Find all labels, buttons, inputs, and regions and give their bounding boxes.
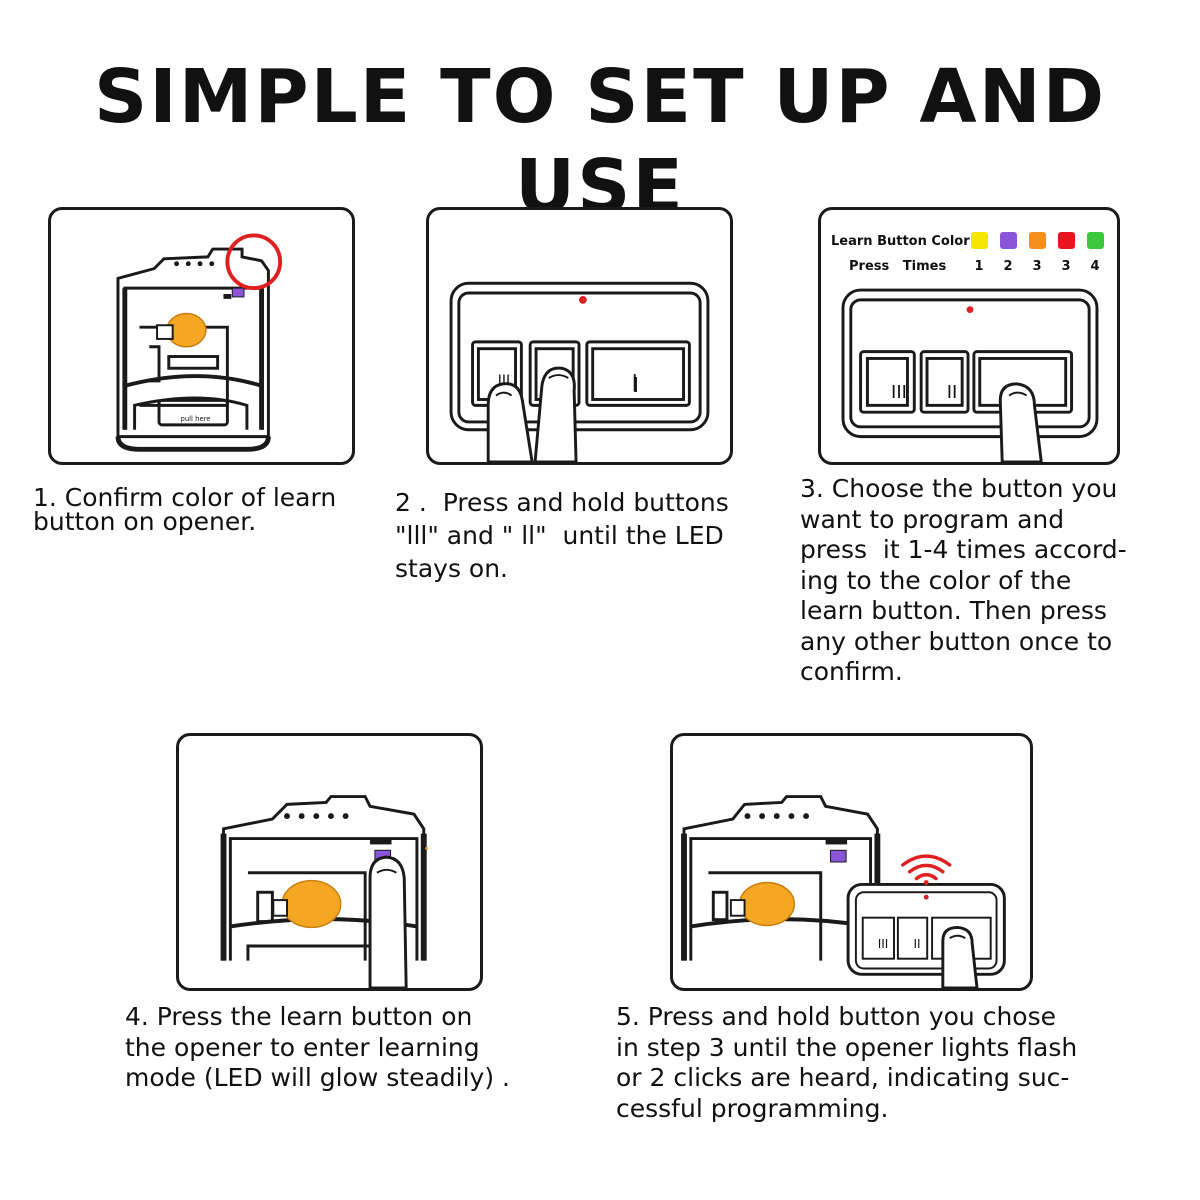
step-5-caption: 5. Press and hold button you chose in st… <box>616 1002 1196 1124</box>
opener-drawing: pull here <box>115 233 283 452</box>
remote-button-1-label: I <box>633 373 639 397</box>
remote-button-3-label: III <box>891 382 907 403</box>
led-icon <box>966 306 974 314</box>
finger-icon <box>941 925 979 988</box>
finger-icon <box>998 382 1043 462</box>
caption-line: in step 3 until the opener lights flash <box>616 1032 1078 1062</box>
step-1-caption: 1. Confirm color of learn button on open… <box>33 483 383 536</box>
opener-remote-drawing <box>681 795 1006 988</box>
step-3-caption: 3. Choose the button you want to program… <box>800 474 1195 688</box>
led-icon <box>579 295 587 304</box>
legend-swatch <box>971 232 988 249</box>
caption-line: press it 1-4 times accord- <box>800 535 1127 564</box>
caption-line: stays on. <box>395 554 509 583</box>
led-icon <box>923 894 929 900</box>
remote-button-3-label: III <box>497 373 511 389</box>
legend-title: Learn Button Color <box>831 234 970 249</box>
highlight-circle-icon <box>225 233 283 291</box>
legend-press-count: 3 <box>1032 259 1042 274</box>
caption-line: ing to the color of the <box>800 565 1072 595</box>
legend-press-count: 2 <box>1003 259 1013 274</box>
pull-here-label: pull here <box>181 415 211 423</box>
remote-button-2-label: II <box>913 937 921 951</box>
finger-icon <box>368 855 408 988</box>
caption-line: 1. Confirm color of learn <box>33 483 337 512</box>
caption-line: "lll" and " ll" until the LED <box>395 521 724 550</box>
bulb-icon <box>729 881 796 927</box>
caption-line: 4. Press the learn button on <box>125 1002 473 1031</box>
caption-line: 5. Press and hold button you chose <box>616 1002 1057 1031</box>
page-title: SIMPLE TO SET UP AND USE <box>93 54 1107 230</box>
legend-swatch <box>1029 232 1046 249</box>
opener-drawing <box>220 795 429 988</box>
step-4-caption: 4. Press the learn button on the opener … <box>125 1002 585 1094</box>
remote-icon <box>846 883 1006 976</box>
legend-swatch <box>1000 232 1017 249</box>
legend-press-label: Press Times <box>849 259 947 274</box>
step-2-caption: 2 . Press and hold buttons "lll" and " l… <box>395 486 785 585</box>
learn-button-icon <box>830 849 847 863</box>
caption-line: want to program and <box>800 504 1065 534</box>
caption-line: 3. Choose the button you <box>800 474 1118 503</box>
signal-icon <box>901 854 952 881</box>
caption-line: cessful programming. <box>616 1093 889 1123</box>
remote-drawing <box>449 281 710 462</box>
legend-swatch <box>1087 232 1104 249</box>
step-1-illustration: pull here <box>48 207 355 465</box>
remote-button-2-label: II <box>946 382 958 403</box>
legend-swatch <box>1058 232 1075 249</box>
caption-line: confirm. <box>800 657 903 686</box>
bulb-icon <box>272 879 342 929</box>
step-2-illustration <box>426 207 733 465</box>
remote-button-3-label: III <box>877 937 889 951</box>
caption-line: 2 . Press and hold buttons <box>395 488 729 517</box>
finger-icon <box>486 366 578 462</box>
bulb-icon <box>156 312 207 348</box>
caption-line: mode (LED will glow steadily) . <box>125 1063 510 1092</box>
learn-button-icon <box>231 287 245 298</box>
caption-line: the opener to enter learning <box>125 1032 480 1062</box>
step-5-illustration: III II <box>670 733 1033 991</box>
caption-line: button on opener. <box>33 507 257 536</box>
legend-press-count: 3 <box>1061 259 1071 274</box>
legend-press-count: 1 <box>974 259 984 274</box>
legend-press-count: 4 <box>1090 259 1100 274</box>
caption-line: any other button once to <box>800 626 1113 656</box>
step-4-illustration <box>176 733 483 991</box>
caption-line: learn button. Then press <box>800 596 1107 625</box>
caption-line: or 2 clicks are heard, indicating suc- <box>616 1063 1070 1092</box>
